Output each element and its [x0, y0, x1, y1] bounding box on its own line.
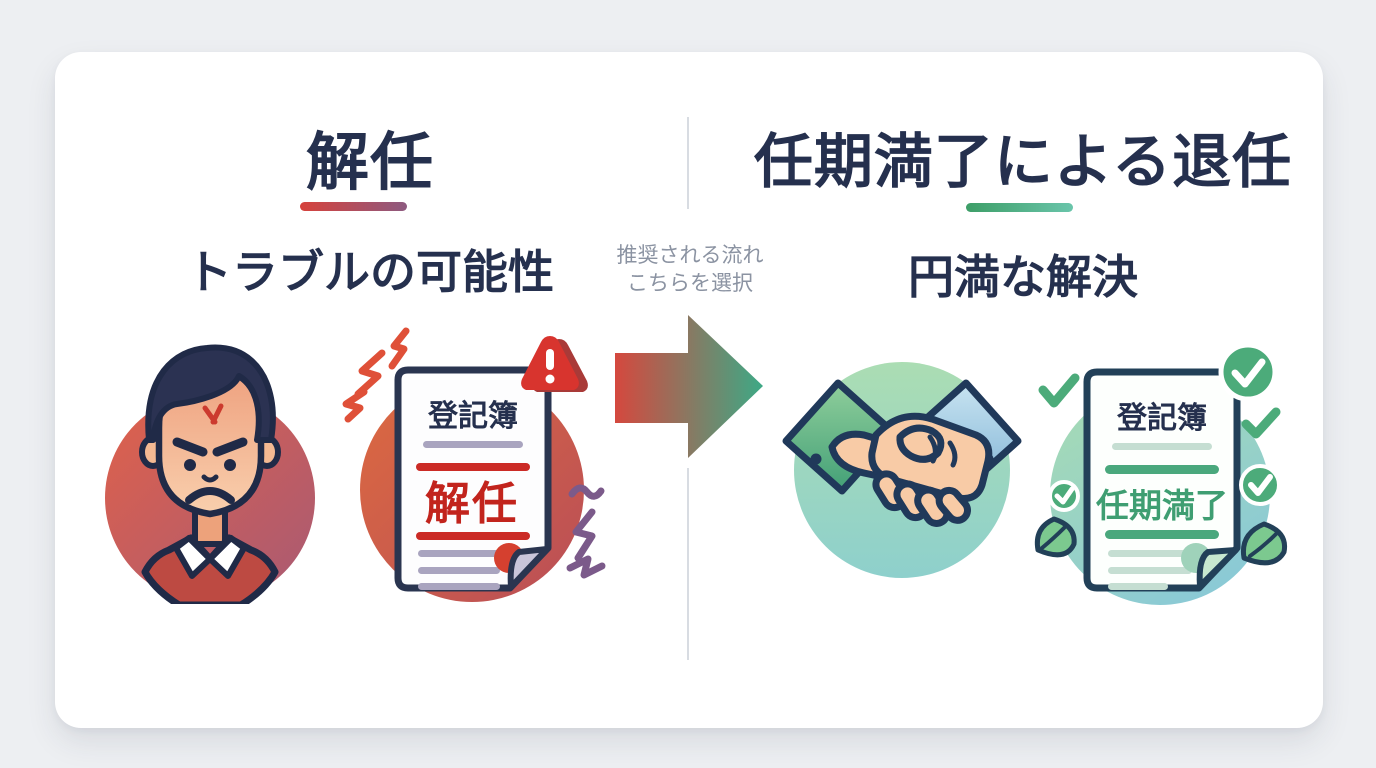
center-divider-top — [687, 117, 689, 209]
center-note-line2: こちらを選択 — [627, 271, 753, 295]
center-divider-bottom — [687, 468, 689, 660]
warning-triangle-icon — [521, 336, 588, 392]
center-note-line1: 推奨される流れ — [616, 244, 764, 267]
frown-mouth — [185, 487, 235, 504]
stress-marks-icon — [566, 484, 606, 579]
lightning-bolts-icon — [342, 327, 410, 423]
left-title: 解任 — [306, 128, 434, 198]
page-fold — [507, 546, 550, 590]
check-circle-icon — [1239, 464, 1281, 506]
right-title: 任期満了による退任 — [753, 129, 1293, 195]
page-fold — [1196, 547, 1239, 589]
checkmark-icon — [1038, 373, 1080, 408]
term-expiry-stamp-text: 任期満了 — [1096, 487, 1228, 524]
checkmark-icon — [1241, 407, 1281, 439]
right-title-underline — [966, 203, 1073, 212]
dismissal-stamp-text: 解任 — [425, 478, 519, 529]
leaf-icon — [1034, 516, 1077, 558]
anger-vein-icon — [202, 403, 224, 425]
left-subtitle: トラブルの可能性 — [186, 246, 554, 298]
left-title-underline — [300, 202, 407, 211]
check-circle-icon — [1218, 342, 1278, 402]
dismissal-document-icon: 登記簿 解任 — [342, 327, 606, 602]
handshake-icon — [782, 362, 1022, 578]
document-header-text: 登記簿 — [427, 399, 518, 433]
check-circle-icon — [1048, 480, 1080, 512]
angry-person-icon — [105, 344, 315, 604]
flow-arrow-icon — [615, 315, 763, 458]
clasped-hands — [828, 412, 993, 527]
leaf-icon — [1240, 521, 1288, 566]
center-note: 推奨される流れ こちらを選択 — [598, 242, 782, 298]
term-expiry-document-icon: 登記簿 任期満了 — [1034, 342, 1288, 605]
document-header-text: 登記簿 — [1116, 401, 1207, 435]
person-hair — [145, 344, 276, 443]
right-subtitle: 円満な解決 — [908, 251, 1138, 303]
